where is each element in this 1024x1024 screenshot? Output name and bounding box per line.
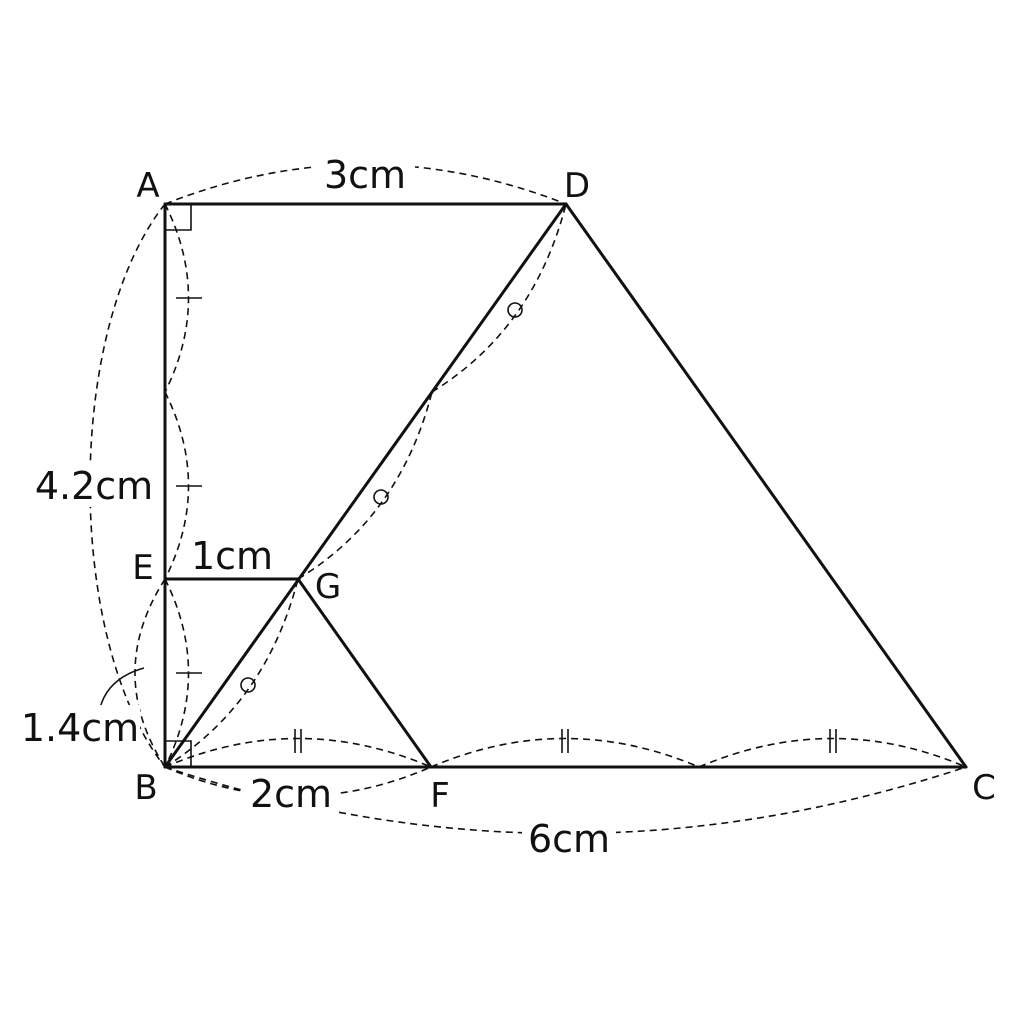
circle-mark-BD-1 (240, 677, 256, 693)
circle-mark-BD-2 (373, 489, 389, 505)
leader-EB (99, 667, 145, 709)
measure-label-AB: 4.2cm (35, 464, 153, 508)
double-tick-BC-2 (561, 729, 569, 753)
measure-label-AD: 3cm (324, 153, 406, 197)
edge-GF (296, 577, 433, 769)
point-label-B: B (134, 768, 157, 808)
double-tick-BC-1 (294, 729, 302, 753)
double-tick-BC-3 (829, 729, 837, 753)
point-label-E: E (132, 548, 153, 588)
arc-BC-part2 (430, 737, 700, 768)
arc-BC-part1 (164, 737, 432, 768)
arc-AB (89, 203, 166, 768)
point-label-D: D (564, 166, 590, 206)
arc-BD-part1 (164, 578, 299, 768)
measure-label-BC: 6cm (528, 817, 610, 861)
measure-label-EB: 1.4cm (21, 706, 139, 750)
arc-EB (134, 578, 166, 768)
right-angle-A (165, 204, 192, 231)
arc-BD-part2 (297, 391, 433, 580)
measure-label-BF: 2cm (250, 772, 332, 816)
right-angle-B (165, 740, 192, 767)
point-label-C: C (972, 768, 996, 808)
measure-label-EG: 1cm (191, 534, 273, 578)
point-label-A: A (136, 166, 159, 206)
arc-BC-part3 (698, 737, 967, 768)
point-label-G: G (315, 567, 341, 607)
edge-BD (163, 202, 568, 769)
point-label-F: F (430, 776, 450, 816)
arc-BD-part3 (431, 203, 567, 393)
circle-mark-BD-3 (507, 302, 523, 318)
edge-DC (564, 202, 968, 769)
